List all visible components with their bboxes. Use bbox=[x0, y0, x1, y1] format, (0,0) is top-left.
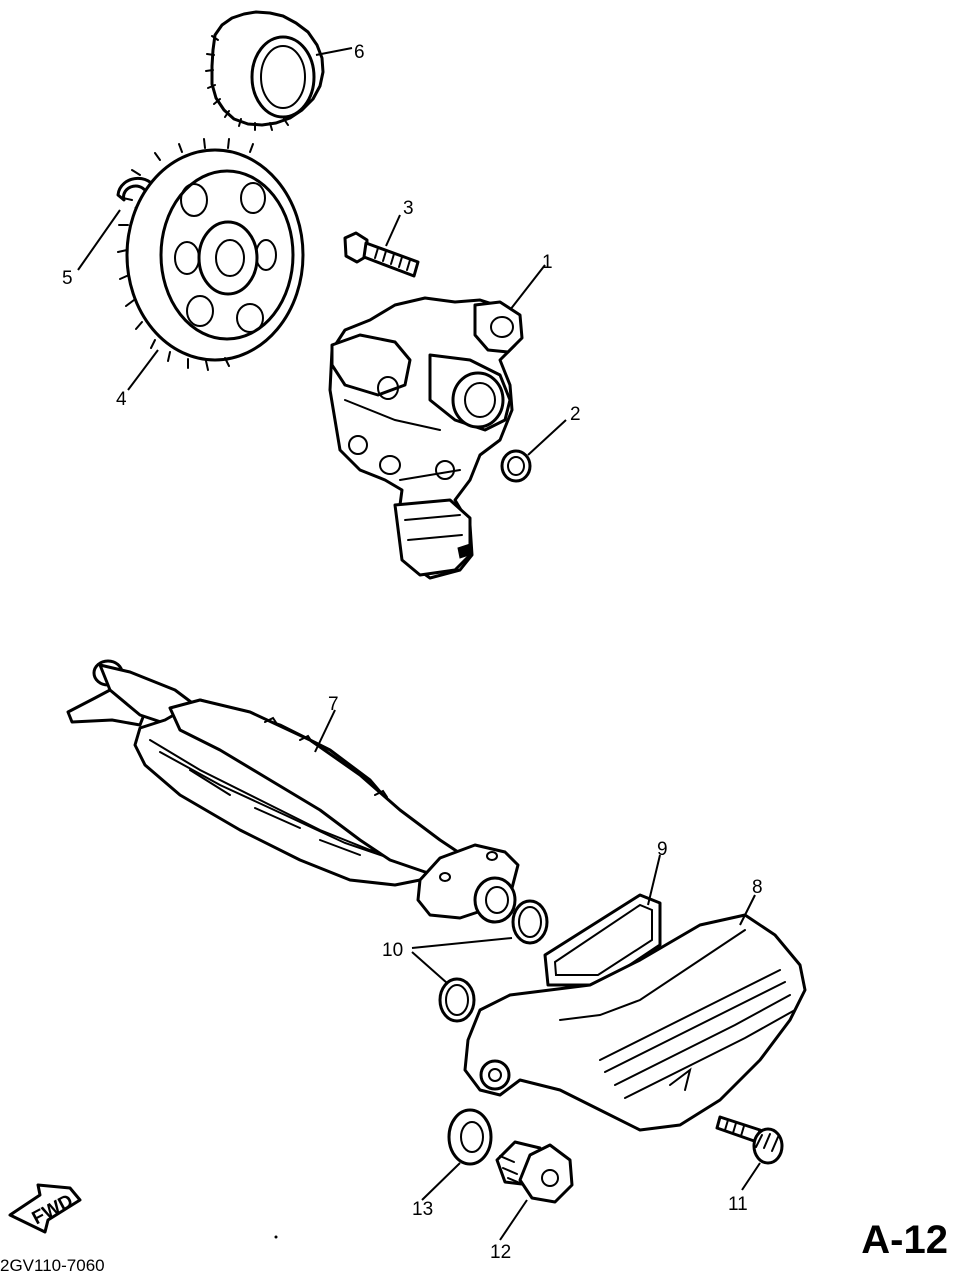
document-code: 2GV110-7060 bbox=[0, 1256, 105, 1275]
part-10-o-rings bbox=[438, 899, 549, 1023]
fwd-arrow: FWD bbox=[8, 1183, 82, 1234]
callout-9: 9 bbox=[657, 839, 668, 860]
part-3-bolt bbox=[343, 231, 420, 278]
part-1-oil-pump bbox=[328, 296, 524, 580]
sheet-id: A-12 bbox=[861, 1218, 948, 1262]
callout-3: 3 bbox=[403, 198, 414, 219]
callout-numbers: 6 5 4 3 1 2 7 9 8 10 11 12 13 bbox=[62, 42, 763, 1263]
part-13-washer bbox=[447, 1108, 493, 1166]
margin-dot bbox=[274, 1235, 278, 1239]
part-2-o-ring bbox=[500, 449, 532, 483]
part-6-small-gear bbox=[205, 10, 325, 131]
callout-7: 7 bbox=[328, 694, 339, 715]
part-12-drain-plug bbox=[495, 1140, 574, 1204]
callout-11: 11 bbox=[728, 1194, 748, 1215]
leader-lines bbox=[77, 47, 761, 1241]
callout-2: 2 bbox=[570, 404, 581, 425]
part-7-oil-strainer bbox=[66, 659, 520, 924]
callout-13: 13 bbox=[412, 1199, 433, 1220]
part-9-gasket bbox=[543, 893, 662, 987]
part-8-strainer-cover bbox=[463, 913, 807, 1132]
callout-6: 6 bbox=[354, 42, 365, 63]
callout-12: 12 bbox=[490, 1242, 511, 1263]
callout-10: 10 bbox=[382, 940, 403, 961]
part-11-screw bbox=[715, 1115, 784, 1165]
callout-4: 4 bbox=[116, 389, 127, 410]
callout-1: 1 bbox=[542, 252, 553, 273]
callout-8: 8 bbox=[752, 877, 763, 898]
part-4-large-gear bbox=[117, 138, 305, 371]
callout-5: 5 bbox=[62, 268, 73, 289]
